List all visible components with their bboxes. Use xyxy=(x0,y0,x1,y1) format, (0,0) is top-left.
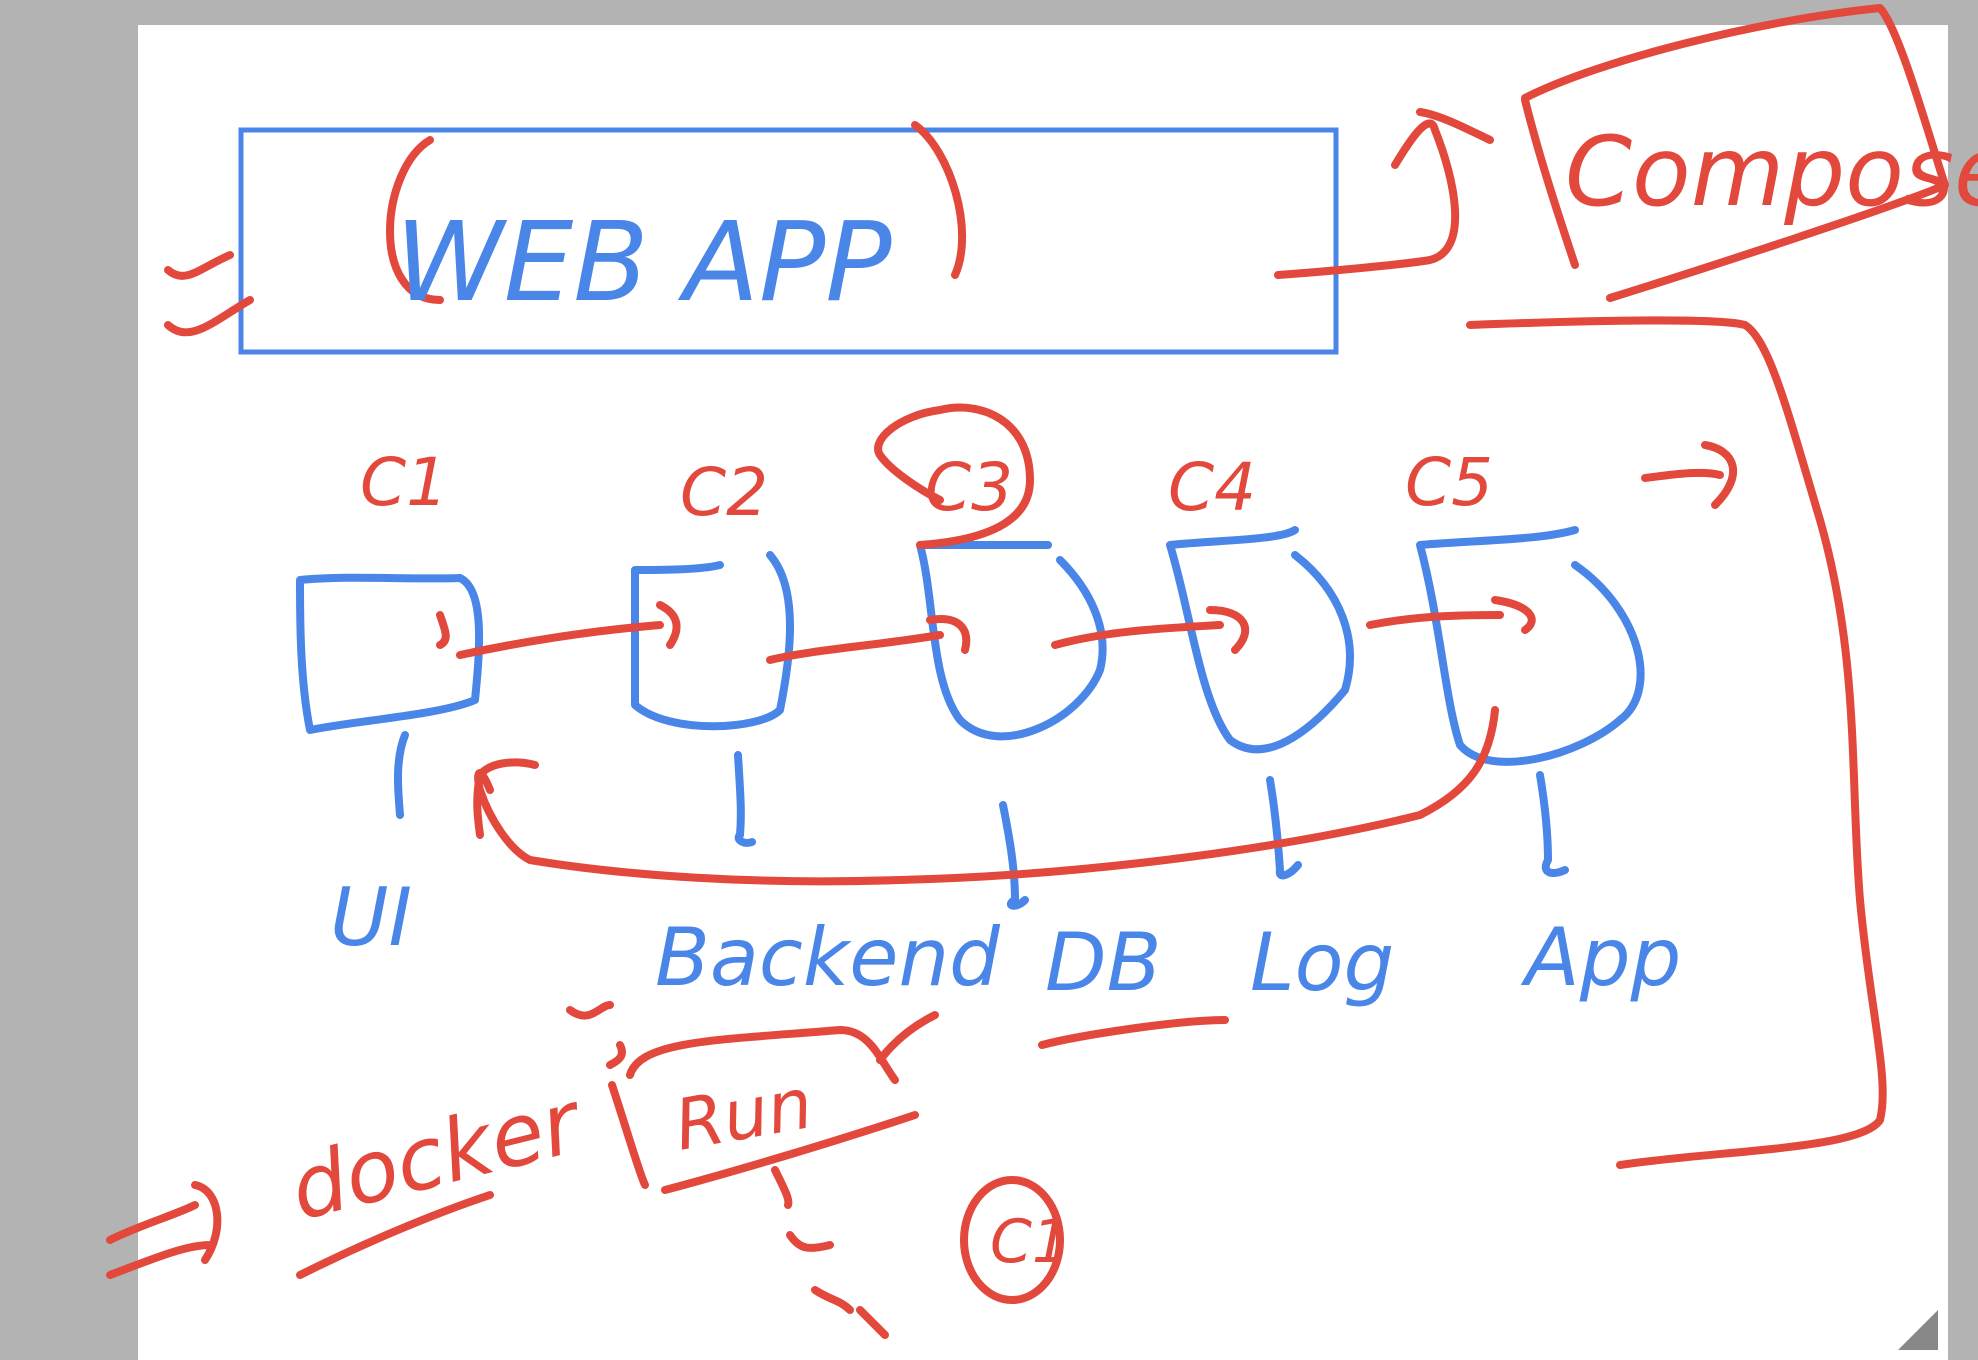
service-label-app: App xyxy=(1520,911,1681,1004)
container-c5 xyxy=(1416,526,1645,766)
compose-loop-line xyxy=(1466,316,1887,1169)
db-underline xyxy=(1038,1016,1229,1049)
container-c2 xyxy=(631,551,794,731)
link-c4-c5 xyxy=(1366,596,1536,634)
arrow-down-c2 xyxy=(734,751,756,847)
resize-corner[interactable] xyxy=(1898,1310,1938,1350)
link-c3-c4 xyxy=(1051,606,1250,654)
left-tick-marks xyxy=(164,251,254,337)
arrow-to-compose xyxy=(1274,108,1494,279)
service-label-log: Log xyxy=(1250,916,1394,1009)
arrow-down-c3 xyxy=(999,801,1029,910)
container-id-c2: C2 xyxy=(680,454,768,531)
whiteboard-canvas[interactable] xyxy=(138,25,1948,1360)
link-c2-c3 xyxy=(766,615,971,664)
circle-c1-label: C1 xyxy=(990,1207,1070,1277)
service-label-backend: Backend xyxy=(655,911,1001,1004)
return-arrow-c5-to-c1 xyxy=(473,706,1499,886)
web-app-label: WEB APP xyxy=(395,198,892,326)
service-label-db: DB xyxy=(1045,916,1161,1009)
container-id-c3: C3 xyxy=(925,449,1013,526)
web-app-open-paren xyxy=(386,136,444,304)
container-id-c4: C4 xyxy=(1168,449,1256,526)
link-c1-c2 xyxy=(436,611,664,659)
service-label-ui: UI xyxy=(330,871,412,964)
arrow-down-c4 xyxy=(1266,776,1302,880)
container-id-c5: C5 xyxy=(1405,444,1493,521)
c3-loop xyxy=(874,403,1034,549)
compose-label: Compose xyxy=(1565,116,1978,228)
container-id-c1: C1 xyxy=(360,444,448,521)
arrow-after-c5 xyxy=(1641,441,1738,509)
container-c1 xyxy=(296,573,484,734)
hook-c2 xyxy=(656,601,681,649)
web-app-close-paren xyxy=(911,121,967,279)
arrow-to-docker xyxy=(106,1181,222,1279)
container-c4 xyxy=(1166,526,1354,754)
docker-underline xyxy=(296,1191,494,1279)
docker-tick-marks xyxy=(566,1001,626,1069)
arrow-down-c5 xyxy=(1536,771,1569,877)
run-bracket xyxy=(608,1011,939,1194)
arrow-down-c1 xyxy=(394,731,409,819)
web-app-box xyxy=(238,127,1339,355)
compose-box xyxy=(1521,4,1949,302)
run-annotation xyxy=(771,1166,889,1339)
circle-c1 xyxy=(960,1176,1064,1304)
